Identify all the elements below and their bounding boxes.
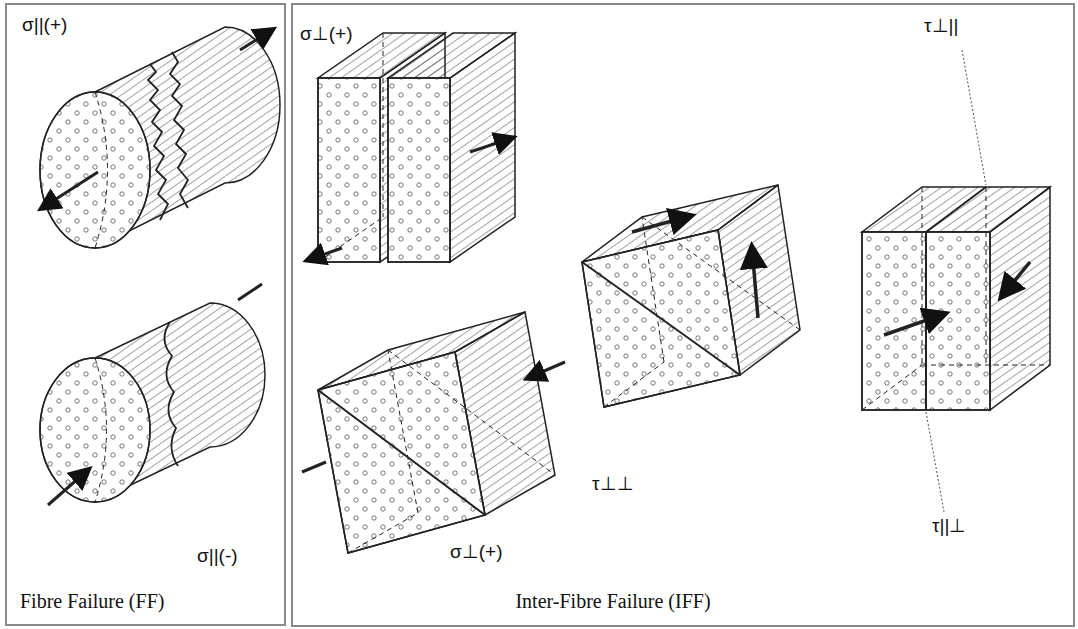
panel-caption: Fibre Failure (FF) (20, 590, 164, 613)
compression-cylinder (40, 284, 265, 505)
stress-label: σ⊥(+) (298, 22, 354, 45)
stress-label: τ||⊥ (930, 514, 968, 537)
stress-label: σ||(-) (195, 545, 240, 567)
panel-box: Fibre Failure (FF) (5, 3, 286, 626)
stress-label: τ⊥|| (922, 14, 960, 37)
transverse-compression-cube (302, 312, 565, 553)
transverse-tension-cube (308, 33, 515, 262)
longitudinal-shear-cube (862, 50, 1050, 512)
tension-cylinder (40, 27, 280, 248)
panel-caption: Inter-Fibre Failure (IFF) (515, 590, 710, 613)
transverse-shear-cube (582, 185, 800, 407)
stress-label: σ⊥(+) (448, 540, 504, 563)
stress-label: σ||(+) (20, 14, 69, 36)
stress-label: τ⊥⊥ (590, 472, 636, 495)
